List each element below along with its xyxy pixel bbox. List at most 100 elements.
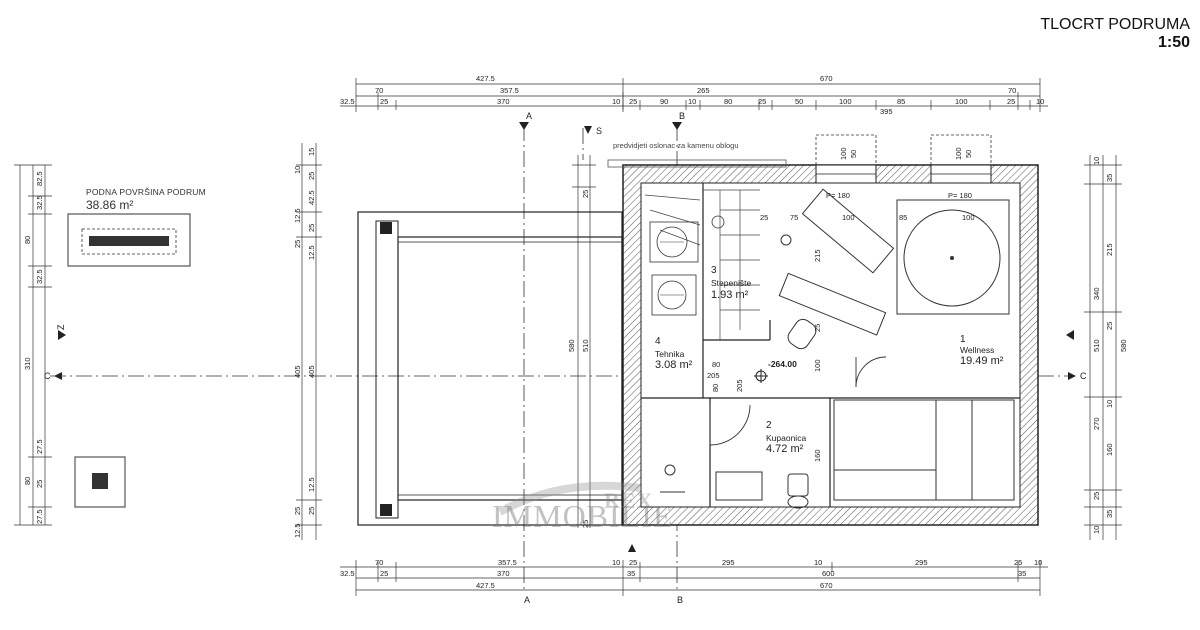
section-marker-right — [1066, 330, 1074, 340]
dim-ln-5: 25 — [307, 224, 316, 232]
section-z-label: Z — [56, 324, 66, 330]
dim-bot-9: 10 — [814, 558, 822, 567]
dim-lf-6: 80 — [23, 477, 32, 485]
section-c-arrow-right — [1068, 372, 1076, 380]
dim-mid-1: 580 — [567, 339, 576, 352]
dim-ln-0: 15 — [307, 148, 316, 156]
room-label-tehnika: 4 Tehnika 3.08 m² — [655, 336, 693, 371]
dim-r-7: 10 — [1105, 400, 1114, 408]
dim-r-1: 35 — [1105, 174, 1114, 182]
room-label-wellness: 1 Wellness 19.49 m² — [960, 334, 1004, 367]
dim-top-r3-12: 100 — [955, 97, 968, 106]
dim-top-r3-8: 25 — [758, 97, 766, 106]
elevation-label: -264.00 — [768, 359, 797, 369]
dim-mid-0: 25 — [581, 190, 590, 198]
dim-bot-8: 295 — [722, 558, 735, 567]
watermark-brand: IMMOBILIE — [492, 498, 674, 534]
dim-int-11: 160 — [813, 449, 822, 462]
room-3-area: 1.93 m² — [711, 289, 749, 301]
area-legend: PODNA POVRŠINA PODRUM 38.86 m² — [86, 187, 206, 212]
right-dimension-labels: 10 35 215 340 25 510 580 10 270 160 25 3… — [1092, 157, 1128, 534]
section-lines — [50, 125, 1075, 592]
dim-top-r2-2: 265 — [697, 86, 710, 95]
dim-bot-2: 25 — [380, 569, 388, 578]
dim-lf-5: 27.5 — [35, 439, 44, 454]
room-4-area: 3.08 m² — [655, 359, 693, 371]
dim-r-0: 10 — [1092, 157, 1101, 165]
drawing-title: TLOCRT PODRUMA 1:50 — [1040, 16, 1190, 52]
dim-top-r3-10: 100 — [839, 97, 852, 106]
legend-box — [67, 213, 191, 267]
dim-r-3: 340 — [1092, 287, 1101, 300]
dim-int-7: 100 — [813, 359, 822, 372]
dim-top-r3-13: 25 — [1007, 97, 1015, 106]
dim-ln-12: 25 — [307, 507, 316, 515]
legend-inner-box — [81, 228, 177, 255]
room-1-name: Wellness — [960, 345, 994, 355]
room-label-stepeniste: 3 Stepenište 1.93 m² — [711, 265, 751, 301]
right-dimension-lines — [1084, 155, 1122, 540]
dim-top-r1-0: 427.5 — [476, 74, 495, 83]
dim-bot-14: 10 — [1034, 558, 1042, 567]
dim-top-r3-0: 32.5 — [340, 97, 355, 106]
tech-equipment — [649, 215, 725, 316]
top-dimension-labels: 427.5 670 70 357.5 265 70 32.5 25 370 10… — [340, 74, 1044, 116]
bottom-dimension-labels: 32.5 70 25 357.5 370 10 25 35 295 10 600… — [340, 558, 1042, 605]
dim-top-r2-3: 70 — [1008, 86, 1016, 95]
dim-int-3: 85 — [899, 213, 907, 222]
whirlpool — [896, 199, 1010, 315]
section-c-label-right: C — [1080, 371, 1087, 381]
dim-lf-4: 310 — [23, 357, 32, 370]
dim-top-r3-3: 10 — [612, 97, 620, 106]
left-far-dimension-lines — [14, 164, 52, 526]
dim-r-12: 10 — [1092, 526, 1101, 534]
dim-lf-1: 32.5 — [35, 195, 44, 210]
stairs — [644, 189, 760, 340]
dim-bot-4: 370 — [497, 569, 510, 578]
dim-ln-13: 12.5 — [293, 523, 302, 538]
loungers — [778, 188, 895, 350]
section-markers: A B S Z C C — [44, 111, 1087, 552]
axis-label-a-bottom: A — [524, 595, 530, 605]
dim-top-r3-7: 80 — [724, 97, 732, 106]
section-b-label: B — [679, 111, 685, 121]
dim-int-2: 100 — [842, 213, 855, 222]
dim-top-r3-6: 10 — [688, 97, 696, 106]
dim-top-r1-1: 670 — [820, 74, 833, 83]
dim-mid-2: 510 — [581, 339, 590, 352]
window-labels: P= 180 100 50 P= 180 100 50 — [826, 147, 973, 200]
room-label-kupaonica: 2 Kupaonica 4.72 m² — [766, 420, 806, 455]
dim-lf-7: 25 — [35, 480, 44, 488]
drawing-name: TLOCRT PODRUMA — [1040, 16, 1190, 33]
dim-bot-0: 32.5 — [340, 569, 355, 578]
room-3-number: 3 — [711, 265, 717, 276]
dim-top-r3-2: 370 — [497, 97, 510, 106]
dim-ln-9: 405 — [307, 365, 316, 378]
dim-int-9: 205 — [707, 371, 720, 380]
window-1-h2: 50 — [849, 150, 858, 158]
dim-top-r3-14: 10 — [1036, 97, 1044, 106]
drawing-scale: 1:50 — [1157, 34, 1190, 51]
dim-top-r3-9: 50 — [795, 97, 803, 106]
section-s-label: S — [596, 126, 602, 136]
top-dimension-lines — [340, 78, 1048, 112]
dim-top-r3-15: 395 — [880, 107, 893, 116]
room-1-area: 19.49 m² — [960, 355, 1004, 367]
section-b-arrow — [672, 122, 682, 130]
section-c-arrow-left — [54, 372, 62, 380]
elevation-marker — [754, 369, 768, 383]
dim-ln-7: 12.5 — [307, 245, 316, 260]
support-note: predvidjeti oslonac za kamenu oblogu — [613, 141, 739, 150]
exterior-terrace — [357, 211, 623, 526]
dim-bot-5: 10 — [612, 558, 620, 567]
dim-top-r3-4: 25 — [629, 97, 637, 106]
section-a-arrow — [519, 122, 529, 130]
dim-int-10: 205 — [735, 379, 744, 392]
dim-ln-11: 25 — [293, 507, 302, 515]
room-2-name: Kupaonica — [766, 433, 806, 443]
dim-bot-10: 600 — [822, 569, 835, 578]
dim-ln-10: 12.5 — [307, 477, 316, 492]
watermark-swoosh — [498, 481, 641, 516]
